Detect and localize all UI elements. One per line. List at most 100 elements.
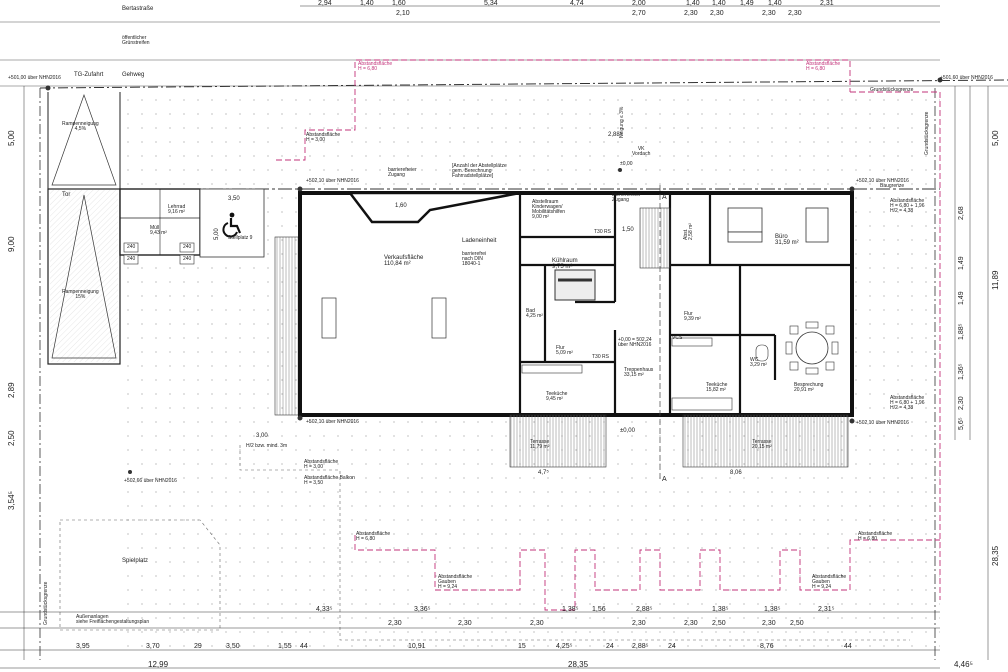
dim-top2-1: 2,10 bbox=[396, 10, 410, 17]
level-502-br: +502,10 über NHN2016 bbox=[856, 420, 909, 426]
dim-b2-4: 2,30 bbox=[632, 620, 646, 627]
level-top-right: +501,60 über NHN2016 bbox=[940, 75, 993, 81]
accessible-note: barrierefrei nach DIN 18040-1 bbox=[462, 251, 487, 267]
bin-label-3: 240 bbox=[183, 244, 192, 250]
dim-b3-4: 3,50 bbox=[226, 643, 240, 650]
hall-left-label: Flur 5,09 m² bbox=[556, 345, 573, 356]
cold-room-label: Kühlraum 9,75 m² bbox=[552, 258, 578, 270]
outdoor-note: Außenanlagen siehe Freiflächengestaltung… bbox=[76, 614, 150, 625]
shelves bbox=[321, 297, 447, 339]
tor-label: Tor bbox=[62, 192, 71, 198]
level-000-top: ±0,00 bbox=[620, 161, 633, 167]
dim-top-9: 1,49 bbox=[740, 0, 754, 7]
dim-misc-806: 8,06 bbox=[730, 470, 742, 476]
dim-left-1: 5,00 bbox=[7, 130, 16, 146]
dim-misc-150: 1,50 bbox=[622, 227, 634, 233]
terrace-right-label: Terrasse 20,15 m² bbox=[752, 439, 772, 450]
vordach-label: VK Vordach bbox=[632, 146, 651, 157]
bath-label: Bad 4,25 m² bbox=[526, 308, 543, 319]
dim-b3-10: 24 bbox=[606, 643, 614, 650]
dim-b3-14: 44 bbox=[844, 643, 852, 650]
dim-b2-7: 2,30 bbox=[762, 620, 776, 627]
section-marker-bottom: A bbox=[662, 476, 667, 483]
dim-left-3: 2,89 bbox=[7, 382, 16, 398]
level-502-bl: +502,10 über NHN2016 bbox=[306, 419, 359, 425]
abst-top-left: Abstandsfläche H = 6,80 bbox=[358, 61, 393, 72]
grundstuecksgrenze-label: Grundstücksgrenze bbox=[870, 87, 914, 93]
meeting-table bbox=[785, 321, 839, 375]
dim-right-in-6: 2,30 bbox=[958, 396, 965, 410]
dim-b4-3: 4,46⁵ bbox=[954, 660, 973, 669]
door-t30-1: T30 RS bbox=[594, 229, 611, 235]
elevator bbox=[554, 269, 596, 301]
dim-right-in-2: 1,49 bbox=[958, 256, 965, 270]
dim-b1-1: 4,33⁵ bbox=[316, 606, 333, 613]
dim-right-in-7: 5,6⁵ bbox=[958, 417, 965, 430]
dim-top-3: 1,60 bbox=[392, 0, 406, 7]
section-marker-top: A bbox=[662, 194, 667, 201]
dim-b3-5: 1,55 bbox=[278, 643, 292, 650]
kitchen-right-label: Teeküche 15,82 m² bbox=[706, 382, 728, 393]
dim-right-in-1: 2,68 bbox=[958, 206, 965, 220]
stairwell-label: Treppenhaus 33,15 m² bbox=[624, 367, 654, 378]
dim-right-in-5: 1,36⁵ bbox=[958, 363, 965, 380]
building-outline bbox=[298, 191, 854, 417]
dim-right-1: 5,00 bbox=[991, 130, 1000, 146]
abst-top-right: Abstandsfläche H = 6,80 bbox=[806, 61, 841, 72]
dim-right-2: 11,89 bbox=[991, 270, 1000, 290]
h2-min-label: H/2 bzw. mind. 3m bbox=[246, 443, 288, 449]
parking-label: Stellplatz 9 bbox=[228, 235, 253, 241]
stair-core bbox=[639, 207, 671, 269]
dim-b4-1: 12,99 bbox=[148, 660, 169, 669]
playground-label: Spielplatz bbox=[122, 558, 149, 564]
dim-b3-2: 3,70 bbox=[146, 643, 160, 650]
bin-label-2: 240 bbox=[127, 256, 136, 262]
dim-top2-3: 2,30 bbox=[684, 10, 698, 17]
dim-b1-12: 1,38⁵ bbox=[712, 606, 729, 613]
dim-misc-350: 3,50 bbox=[228, 196, 240, 202]
dim-top2-6: 2,30 bbox=[788, 10, 802, 17]
dim-b2-6: 2,50 bbox=[712, 620, 726, 627]
dim-top2-5: 2,30 bbox=[762, 10, 776, 17]
level-stairwell: +0,00 = 502,24 über NHN2016 bbox=[618, 337, 652, 348]
dim-misc-47: 4,7⁵ bbox=[538, 470, 549, 476]
dashed-zones bbox=[59, 445, 910, 641]
dim-left-2: 9,00 bbox=[7, 236, 16, 252]
baugrenze-label: Baugrenze bbox=[880, 183, 905, 189]
dim-b2-2: 2,30 bbox=[458, 620, 472, 627]
level-502-left: +502,10 über NHN2016 bbox=[306, 178, 359, 184]
level-000-bottom: ±0,00 bbox=[620, 428, 635, 434]
abst-right-top: Abstandsfläche H = 6,80 + 1,96 H/2 = 4,3… bbox=[890, 198, 925, 214]
street-name: Bertastraße bbox=[122, 6, 154, 12]
dim-b2-8: 2,50 bbox=[790, 620, 804, 627]
green-strip: öffentlicher Grünstreifen bbox=[122, 35, 150, 46]
dim-top-1: 2,94 bbox=[318, 0, 332, 7]
dim-b3-9: 4,25⁵ bbox=[556, 643, 573, 650]
parking-note: [Anzahl der Abstellplätze gem. Berechnun… bbox=[452, 163, 507, 179]
ramp-upper-triangle bbox=[51, 93, 117, 186]
abstandsflaechen bbox=[276, 59, 941, 611]
grundstuecksgrenze-left: Grundstücksgrenze bbox=[43, 581, 49, 625]
property-line bbox=[39, 79, 1008, 89]
dim-b1-3: 3,36⁵ bbox=[414, 606, 431, 613]
storage-room-label: Abstellraum Kinderwagen/ Mobilitätshilfe… bbox=[532, 199, 566, 220]
vcs-label: VCS bbox=[672, 335, 683, 341]
dim-top-5: 4,74 bbox=[570, 0, 584, 7]
interior-walls bbox=[518, 193, 852, 415]
dim-left-4: 2,50 bbox=[7, 430, 16, 446]
dim-b1-16: 2,31⁵ bbox=[818, 606, 835, 613]
level-502-right: +502,10 über NHN2016 bbox=[856, 178, 909, 184]
dim-b4-2: 28,35 bbox=[568, 660, 589, 669]
waste-room-label: Müll 9,43 m² bbox=[150, 225, 167, 236]
dim-b3-8: 15 bbox=[518, 643, 526, 650]
bin-label-4: 240 bbox=[183, 256, 192, 262]
abst-room-label: Abst. 2,58 m² bbox=[683, 223, 694, 240]
dim-b3-12: 24 bbox=[668, 643, 676, 650]
bin-label-1: 240 bbox=[127, 244, 136, 250]
abst-mid-left: Abstandsfläche H = 3,00 bbox=[304, 459, 339, 470]
door-t30-2: T30 RS bbox=[592, 354, 609, 360]
dim-top2-2: 2,70 bbox=[632, 10, 646, 17]
terrace-right bbox=[682, 414, 849, 468]
